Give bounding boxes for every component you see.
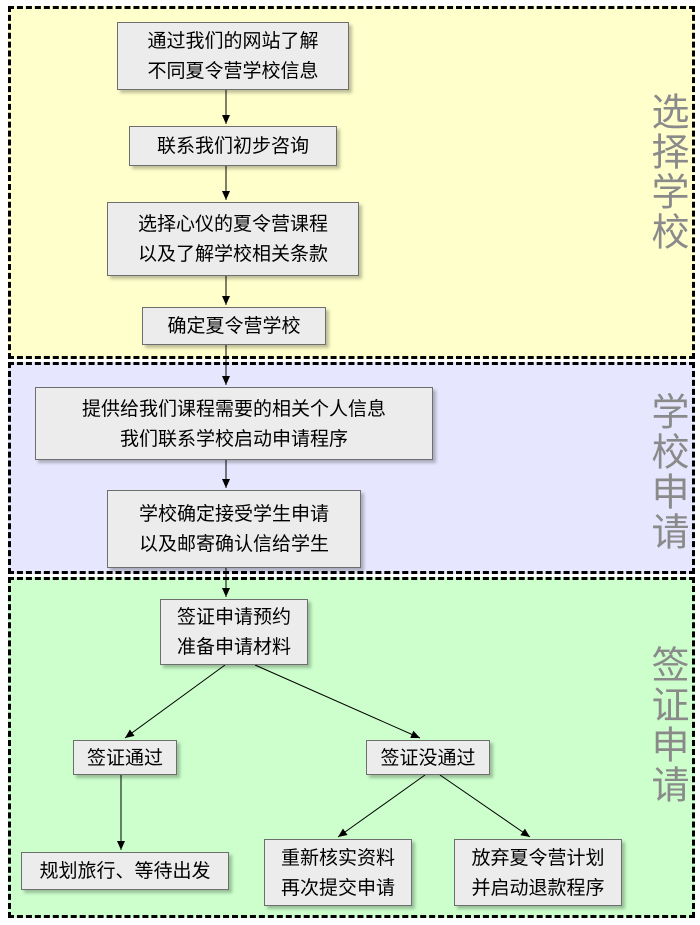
node-plan-travel-line1: 规划旅行、等待出发 [39, 860, 211, 882]
node-resubmit-line2: 再次提交申请 [280, 876, 395, 899]
arrow-fail-to-reapply [337, 774, 426, 838]
node-visa-appointment: 签证申请预约 准备申请材料 [160, 599, 308, 665]
node-provide-info: 提供给我们课程需要的相关个人信息 我们联系学校启动申请程序 [35, 387, 433, 460]
node-school-accepts-line1: 学校确定接受学生申请 [138, 503, 329, 525]
arrow-visa-appt-to-pass [124, 664, 226, 739]
node-school-accepts: 学校确定接受学生申请 以及邮寄确认信给学生 [107, 490, 361, 568]
node-visa-approved: 签证通过 [73, 740, 177, 775]
node-learn-schools-line2: 不同夏令营学校信息 [147, 60, 319, 82]
node-resubmit-line1: 重新核实资料 [280, 846, 395, 869]
node-visa-appointment-line1: 签证申请预约 [176, 606, 291, 628]
node-cancel-refund-line1: 放弃夏令营计划 [471, 846, 605, 869]
node-choose-course: 选择心仪的夏令营课程 以及了解学校相关条款 [107, 202, 359, 276]
node-choose-course-line2: 以及了解学校相关条款 [137, 243, 328, 265]
node-initial-consult: 联系我们初步咨询 [129, 126, 337, 166]
node-provide-info-line1: 提供给我们课程需要的相关个人信息 [81, 397, 386, 420]
node-plan-travel: 规划旅行、等待出发 [21, 852, 229, 890]
node-visa-denied-line1: 签证没通过 [380, 746, 476, 769]
node-school-accepts-line2: 以及邮寄确认信给学生 [138, 533, 329, 555]
node-learn-schools-line1: 通过我们的网站了解 [147, 30, 319, 52]
arrow-visa-appt-to-fail [254, 664, 421, 739]
node-confirm-school: 确定夏令营学校 [142, 307, 326, 345]
node-visa-denied: 签证没通过 [366, 740, 490, 775]
node-choose-course-line1: 选择心仪的夏令营课程 [137, 213, 328, 235]
node-confirm-school-line1: 确定夏令营学校 [167, 315, 301, 337]
node-cancel-refund: 放弃夏令营计划 并启动退款程序 [454, 839, 622, 906]
lane-label-select-school: 选择学校 [645, 92, 689, 252]
node-visa-approved-line1: 签证通过 [86, 746, 163, 769]
lane-label-visa-application: 签证申请 [645, 645, 689, 805]
lane-label-school-application: 学校申请 [645, 392, 689, 552]
node-provide-info-line2: 我们联系学校启动申请程序 [119, 427, 348, 450]
node-visa-appointment-line2: 准备申请材料 [176, 636, 291, 658]
node-initial-consult-line1: 联系我们初步咨询 [156, 135, 309, 157]
node-resubmit: 重新核实资料 再次提交申请 [264, 839, 412, 906]
node-learn-schools: 通过我们的网站了解 不同夏令营学校信息 [117, 22, 349, 90]
node-cancel-refund-line2: 并启动退款程序 [471, 876, 605, 899]
arrow-fail-to-refund [439, 774, 531, 838]
